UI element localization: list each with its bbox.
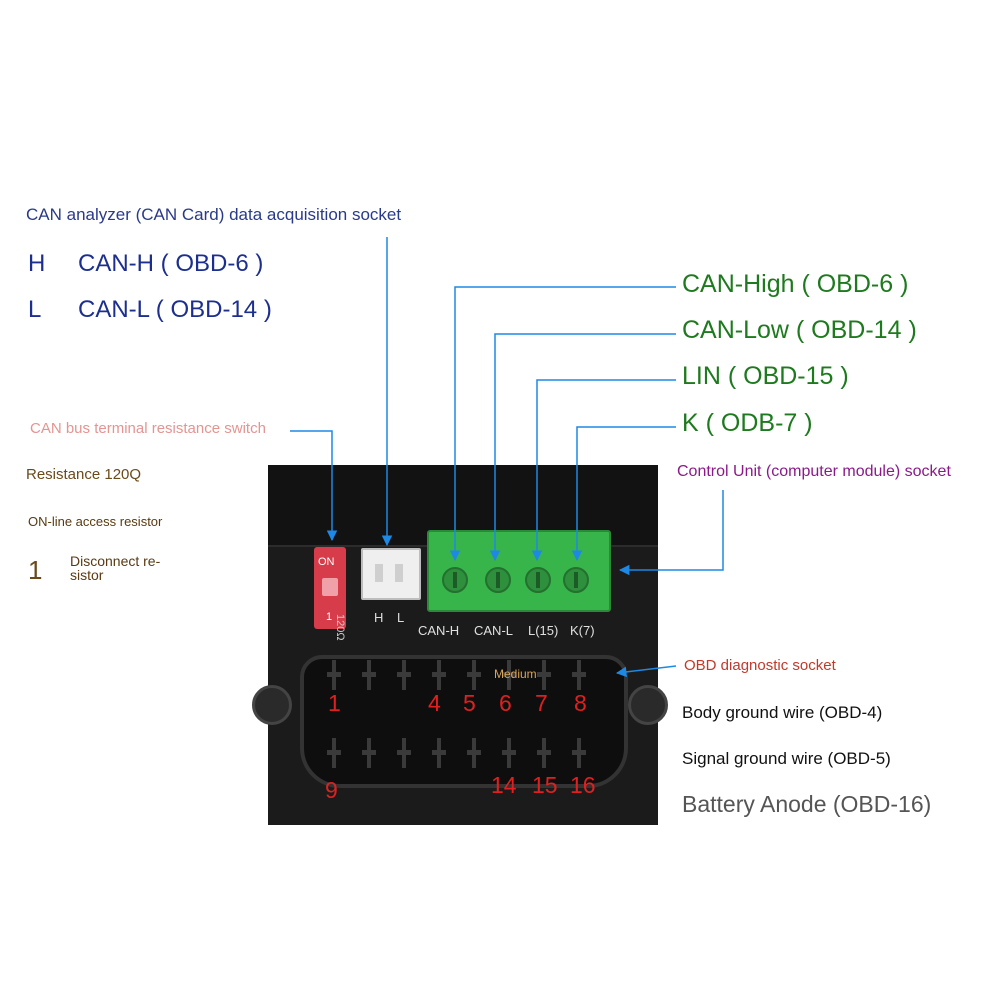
disconnect-resistor-label: Disconnect re- sistor [70, 553, 161, 583]
mounting-bolt-left [252, 685, 292, 725]
obd-pin [537, 660, 551, 690]
can-socket-title: CAN analyzer (CAN Card) data acquisition… [26, 205, 402, 224]
leader-control-unit [618, 490, 724, 576]
leader-can-low [489, 333, 676, 562]
resistance-label: Resistance 120Q [26, 466, 142, 483]
obd-pin [467, 738, 481, 768]
switch-position-one: 1 [28, 555, 43, 585]
medium-label: Medium [494, 667, 537, 681]
terminal-label-can-l: CAN-L [474, 623, 514, 638]
obd-pin [432, 738, 446, 768]
k-line-label: K ( ODB-7 ) [682, 409, 813, 437]
leader-lin [531, 379, 676, 562]
pin-number-4: 4 [428, 690, 441, 716]
can-low-label: CAN-Low ( OBD-14 ) [682, 316, 917, 344]
obd-pin [537, 738, 551, 768]
can-high-label: CAN-High ( OBD-6 ) [682, 270, 909, 298]
leader-k [571, 426, 676, 562]
dip-switch-knob[interactable] [322, 578, 338, 596]
obd-pin [572, 660, 586, 690]
battery-anode-label: Battery Anode (OBD-16) [682, 791, 932, 817]
obd-pin [327, 660, 341, 690]
obd-connector[interactable] [300, 655, 628, 788]
terminal-screw-k7[interactable] [563, 567, 589, 593]
terminal-screw-can-h[interactable] [442, 567, 468, 593]
obd-pin [502, 738, 516, 768]
control-unit-socket-label: Control Unit (computer module) socket [677, 463, 951, 480]
socket-pin-l [395, 564, 403, 582]
terminal-label-l15: L(15) [528, 623, 559, 638]
terminal-label-can-h: CAN-H [418, 623, 460, 638]
pin-number-7: 7 [535, 690, 548, 716]
socket-pin-h [375, 564, 383, 582]
pin-number-16: 16 [570, 772, 596, 798]
socket-label-l: L [397, 610, 405, 625]
obd-pin [467, 660, 481, 690]
h-letter: H [28, 250, 46, 277]
obd-pin [572, 738, 586, 768]
pin-number-14: 14 [491, 772, 517, 798]
body-ground-label: Body ground wire (OBD-4) [682, 703, 883, 722]
can-analyzer-socket[interactable] [361, 548, 421, 600]
obd-pin [502, 660, 516, 690]
lin-label: LIN ( OBD-15 ) [682, 362, 849, 390]
terminal-screw-l15[interactable] [525, 567, 551, 593]
obd-socket-label: OBD diagnostic socket [684, 657, 836, 674]
h-description: CAN-H ( OBD-6 ) [78, 250, 264, 277]
l-letter: L [28, 296, 42, 323]
leader-can-high [449, 286, 676, 562]
online-resistor-label: ON-line access resistor [28, 514, 163, 529]
socket-label-h: H [374, 610, 384, 625]
mounting-bolt-right [628, 685, 668, 725]
leader-switch [290, 430, 338, 542]
l-description: CAN-L ( OBD-14 ) [78, 296, 272, 323]
terminal-label-k7: K(7) [570, 623, 595, 638]
pin-number-5: 5 [463, 690, 476, 716]
dip-on-label: ON [318, 556, 335, 568]
pin-number-6: 6 [499, 690, 512, 716]
obd-pin [362, 738, 376, 768]
pin-number-8: 8 [574, 690, 587, 716]
obd-pin [327, 738, 341, 768]
switch-title: CAN bus terminal resistance switch [30, 420, 266, 437]
terminal-screw-can-l[interactable] [485, 567, 511, 593]
obd-pin [397, 660, 411, 690]
signal-ground-label: Signal ground wire (OBD-5) [682, 749, 891, 768]
obd-pin [432, 660, 446, 690]
pin-number-15: 15 [532, 772, 558, 798]
pin-number-1: 1 [328, 690, 341, 716]
dip-1-label: 1 [326, 611, 333, 623]
obd-pin [397, 738, 411, 768]
leader-obd [615, 665, 677, 678]
obd-pin [362, 660, 376, 690]
pin-number-9: 9 [325, 777, 338, 803]
